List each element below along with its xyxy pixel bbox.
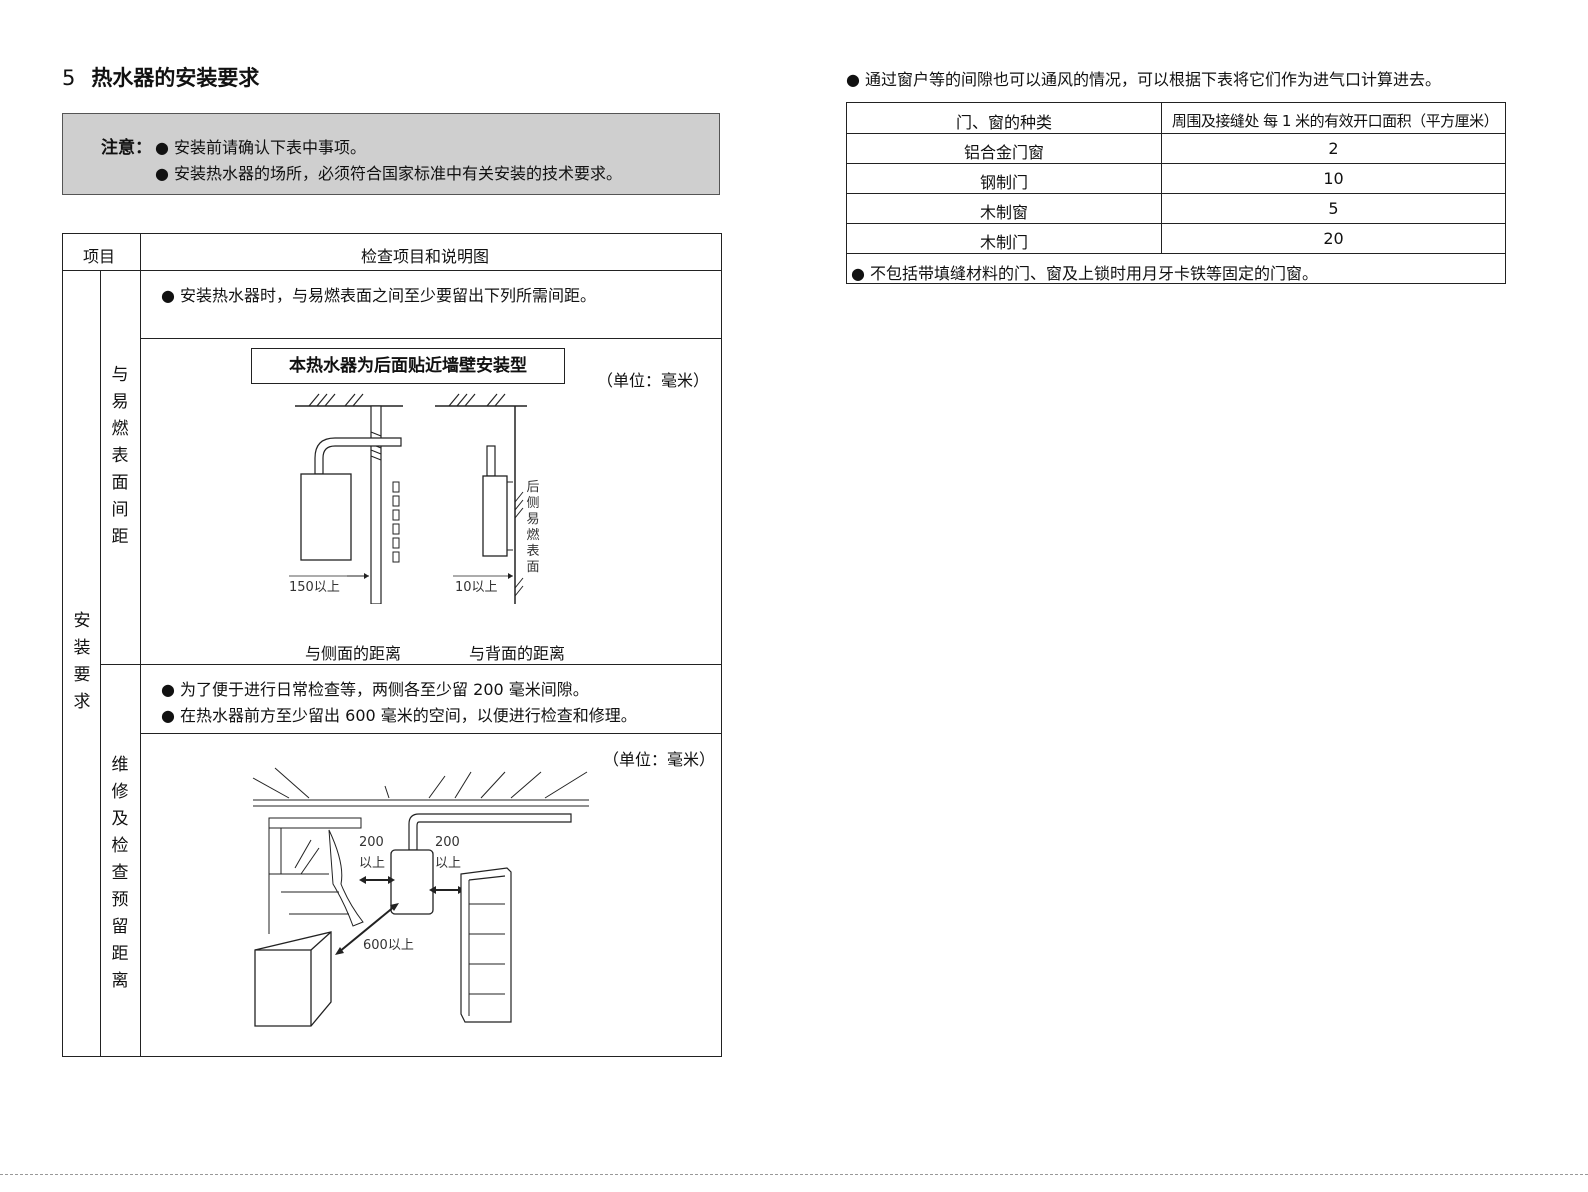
header-item: 项目 bbox=[83, 247, 116, 266]
row1-sub-label: 与易燃表面间距 bbox=[111, 365, 129, 547]
table-note: ● 不包括带填缝材料的门、窗及上锁时用月牙卡铁等固定的门窗。 bbox=[851, 264, 1319, 283]
side-distance-diagram bbox=[289, 393, 403, 604]
diagram-title: 本热水器为后面贴近墙壁安装型 bbox=[251, 348, 565, 384]
dim-left-2: 以上 bbox=[359, 856, 386, 871]
row2-bullet: ● 在热水器前方至少留出 600 毫米的空间，以便进行检查和修理。 bbox=[161, 706, 637, 725]
dim-right: 200 bbox=[435, 835, 460, 850]
dim-left: 200 bbox=[359, 835, 384, 850]
maintenance-diagram bbox=[252, 767, 589, 1027]
opening-area-table: 门、窗的种类 周围及接缝处 每 1 米的有效开口面积（平方厘米） 铝合金门窗 2… bbox=[846, 102, 1506, 284]
table-row-type: 木制窗 bbox=[979, 203, 1028, 222]
table-row-area: 10 bbox=[1323, 169, 1344, 188]
notice-box: 注意： ● 安装前请确认下表中事项。 ● 安装热水器的场所，必须符合国家标准中有… bbox=[62, 113, 720, 195]
table-row-area: 20 bbox=[1323, 229, 1344, 248]
right-intro: ● 通过窗户等的间隙也可以通风的情况，可以根据下表将它们作为进气口计算进去。 bbox=[846, 70, 1442, 89]
section-number: 5 bbox=[62, 66, 76, 90]
bottom-rule bbox=[0, 1174, 1588, 1175]
section-title-text: 热水器的安装要求 bbox=[91, 66, 260, 90]
category-label: 安装要求 bbox=[73, 611, 91, 712]
table-row-type: 木制门 bbox=[979, 233, 1028, 252]
header-desc: 检查项目和说明图 bbox=[361, 247, 490, 266]
dim-right-2: 以上 bbox=[435, 856, 462, 871]
col-header-type: 门、窗的种类 bbox=[955, 113, 1052, 132]
table-row-type: 铝合金门窗 bbox=[963, 143, 1044, 162]
dim-side: 150以上 bbox=[289, 580, 340, 595]
wall-label: 后侧易燃表面 bbox=[526, 480, 540, 575]
row2-bullet: ● 为了便于进行日常检查等，两侧各至少留 200 毫米间隙。 bbox=[161, 680, 589, 699]
notice-label: 注意： bbox=[101, 138, 152, 158]
caption-back: 与背面的距离 bbox=[469, 644, 566, 663]
row1-bullet: ● 安装热水器时，与易燃表面之间至少要留出下列所需间距。 bbox=[161, 286, 597, 305]
dim-front: 600以上 bbox=[363, 938, 414, 953]
dim-back: 10以上 bbox=[455, 580, 498, 595]
table-row-type: 钢制门 bbox=[979, 173, 1028, 192]
caption-side: 与侧面的距离 bbox=[305, 644, 402, 663]
notice-item: ● 安装前请确认下表中事项。 bbox=[155, 138, 367, 157]
row2-sub-label: 维修及检查预留距离 bbox=[111, 755, 129, 991]
table-row-area: 2 bbox=[1328, 139, 1339, 158]
unit-label-1: （单位：毫米） bbox=[597, 371, 710, 390]
section-title: 5 热水器的安装要求 bbox=[62, 62, 259, 92]
col-header-area: 周围及接缝处 每 1 米的有效开口面积（平方厘米） bbox=[1171, 112, 1499, 130]
notice-item: ● 安装热水器的场所，必须符合国家标准中有关安装的技术要求。 bbox=[155, 164, 623, 183]
requirements-table: 项目 检查项目和说明图 安装要求 与易燃表面间距 维修及检查预留距离 ● 安装热… bbox=[62, 233, 722, 1057]
table-row-area: 5 bbox=[1328, 199, 1339, 218]
back-distance-diagram bbox=[435, 393, 527, 604]
unit-label-2: （单位：毫米） bbox=[603, 750, 716, 769]
